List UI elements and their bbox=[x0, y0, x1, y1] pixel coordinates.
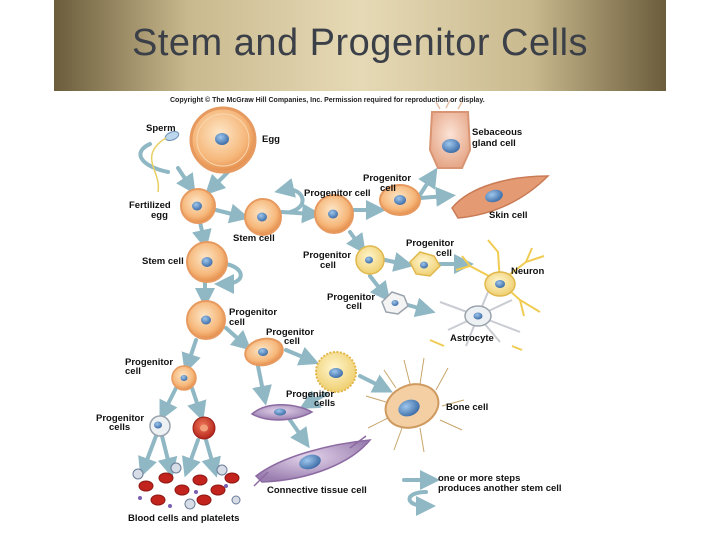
label-sebaceous: Sebaceous bbox=[472, 127, 522, 138]
label-fertilized: Fertilized bbox=[129, 200, 171, 211]
sebaceous-gland-cell bbox=[428, 99, 472, 169]
label-egg-2: egg bbox=[151, 210, 168, 221]
progenitor-cell-astrocyte bbox=[381, 291, 409, 315]
label-progenitor-top: Progenitor cell bbox=[304, 188, 371, 199]
progenitor-cell-center bbox=[244, 337, 284, 367]
neuron-cell bbox=[455, 239, 545, 317]
progenitor-cell-neuron bbox=[409, 251, 441, 277]
legend-text-1: one or more steps bbox=[438, 473, 520, 484]
label-progenitor-mid-2: cell bbox=[320, 260, 336, 271]
label-stem-cell-a: Stem cell bbox=[233, 233, 275, 244]
progenitor-cell-mid bbox=[355, 245, 385, 275]
label-progenitor-center: Progenitor bbox=[266, 327, 314, 338]
label-egg: Egg bbox=[262, 134, 280, 145]
sperm-cell bbox=[150, 131, 180, 193]
progenitor-cell-blood bbox=[171, 365, 197, 391]
blood-cells-platelets bbox=[132, 462, 241, 510]
label-progenitor-blood-2: cell bbox=[125, 366, 141, 377]
legend bbox=[402, 470, 440, 516]
label-progenitor-upper: Progenitor bbox=[363, 173, 411, 184]
progenitor-cell-white bbox=[149, 415, 171, 437]
label-connective: Connective tissue cell bbox=[267, 485, 367, 496]
connective-tissue-cell bbox=[253, 435, 372, 487]
label-bone-cell: Bone cell bbox=[446, 402, 488, 413]
progenitor-cell-top bbox=[314, 194, 354, 234]
label-progenitor-cells: Progenitor bbox=[286, 389, 334, 400]
astrocyte-cell bbox=[429, 291, 523, 351]
label-progenitor-upper-2: cell bbox=[380, 183, 396, 194]
label-progenitor-left: Progenitor bbox=[229, 307, 277, 318]
title-banner: Stem and Progenitor Cells bbox=[54, 0, 666, 91]
label-gland-cell: gland cell bbox=[472, 138, 516, 149]
label-progenitor-astro: Progenitor bbox=[327, 292, 375, 303]
label-progenitor-mid: Progenitor bbox=[303, 250, 351, 261]
label-neuron: Neuron bbox=[511, 266, 544, 277]
progenitor-cell-left bbox=[186, 300, 226, 340]
bone-cell bbox=[365, 357, 465, 453]
label-blood: Blood cells and platelets bbox=[128, 513, 239, 524]
label-progenitor-astro-2: cell bbox=[346, 301, 362, 312]
fertilized-egg-cell bbox=[180, 188, 216, 224]
label-progenitor-neuron: Progenitor bbox=[406, 238, 454, 249]
copyright-notice: Copyright © The McGraw Hill Companies, I… bbox=[170, 96, 485, 104]
label-progenitor-cells-low-2: cells bbox=[109, 422, 130, 433]
legend-text-2: produces another stem cell bbox=[438, 483, 562, 494]
label-progenitor-cells-2: cells bbox=[314, 398, 335, 409]
progenitor-cell-upper bbox=[379, 184, 421, 216]
label-astrocyte: Astrocyte bbox=[450, 333, 494, 344]
label-stem-cell-b: Stem cell bbox=[142, 256, 184, 267]
arrows bbox=[138, 142, 474, 478]
stem-cell-left bbox=[186, 241, 228, 283]
label-skin-cell: Skin cell bbox=[489, 210, 528, 221]
label-progenitor-cells-low: Progenitor bbox=[96, 413, 144, 424]
label-progenitor-left-2: cell bbox=[229, 317, 245, 328]
stem-cell-center bbox=[244, 198, 282, 236]
label-sperm: Sperm bbox=[146, 123, 176, 134]
label-progenitor-neuron-2: cell bbox=[436, 248, 452, 259]
slide-title: Stem and Progenitor Cells bbox=[131, 22, 589, 64]
skin-cell bbox=[451, 175, 550, 219]
progenitor-cell-connective bbox=[250, 404, 314, 421]
egg-cell bbox=[189, 106, 257, 174]
progenitor-cell-red bbox=[192, 416, 216, 440]
label-progenitor-blood: Progenitor bbox=[125, 357, 173, 368]
progenitor-cell-ruffled bbox=[315, 351, 357, 393]
label-progenitor-center-2: cell bbox=[284, 336, 300, 347]
